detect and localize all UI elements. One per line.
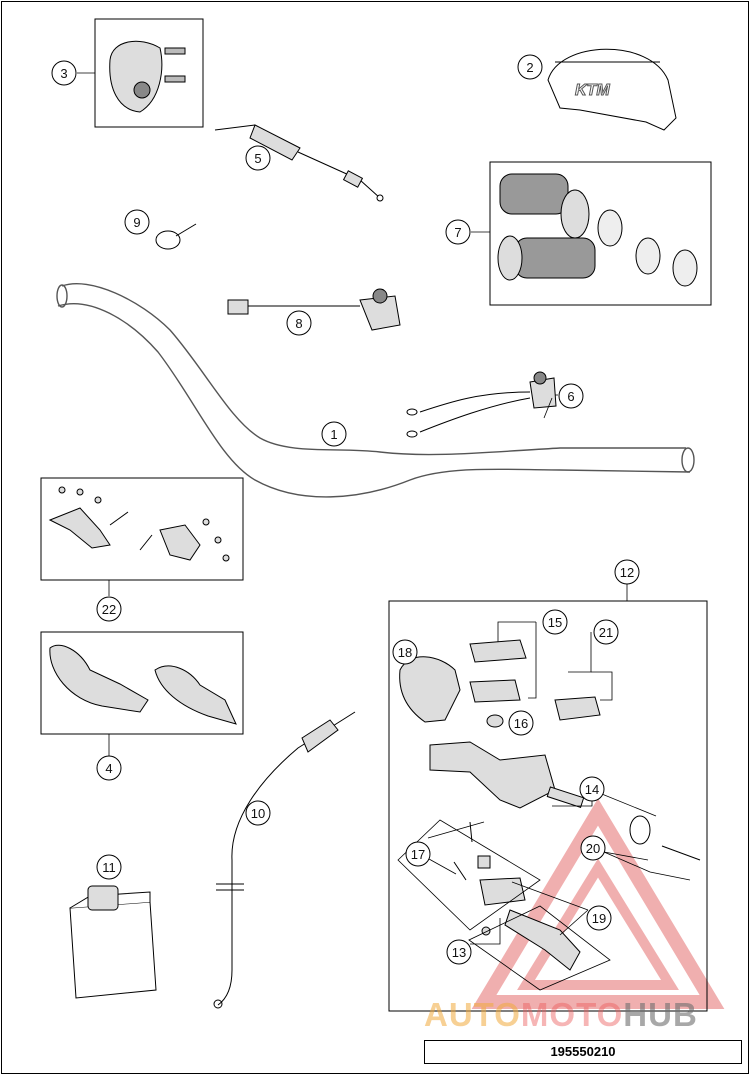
document-number: 195550210	[424, 1040, 742, 1064]
svg-text:15: 15	[548, 615, 562, 630]
callouts: 1 2 3 4 5 6 7 8 9 10 11 12 13 14 15 16 1…	[51, 54, 640, 965]
handguards-part-4	[49, 644, 237, 725]
box-part-7	[489, 161, 712, 306]
callout-5: 5	[245, 145, 271, 171]
svg-text:20: 20	[586, 841, 600, 856]
callout-3: 3	[51, 60, 77, 86]
svg-text:22: 22	[102, 602, 116, 617]
callout-8: 8	[286, 310, 312, 336]
svg-text:21: 21	[599, 625, 613, 640]
callout-12: 12	[614, 559, 640, 585]
callout-6: 6	[558, 383, 584, 409]
box-part-12	[388, 600, 708, 1012]
callout-1: 1	[321, 421, 347, 447]
callout-11: 11	[96, 854, 122, 880]
callout-9: 9	[124, 209, 150, 235]
svg-text:12: 12	[620, 565, 634, 580]
box-part-4	[40, 631, 244, 735]
svg-text:4: 4	[105, 761, 112, 776]
cable-tie-part-9	[155, 223, 197, 250]
svg-text:8: 8	[295, 316, 302, 331]
callout-7: 7	[445, 219, 471, 245]
svg-text:14: 14	[585, 782, 599, 797]
watermark-part2: MOTO	[520, 996, 624, 1033]
callout-22: 22	[96, 596, 122, 622]
watermark-part1: AUTO	[424, 996, 521, 1033]
callout-10: 10	[245, 800, 271, 826]
callout-20: 20	[580, 835, 606, 861]
fluid-bottle-part-11	[69, 885, 157, 999]
svg-text:9: 9	[133, 215, 140, 230]
svg-text:1: 1	[330, 427, 337, 442]
svg-text:6: 6	[567, 389, 574, 404]
callout-16: 16	[508, 710, 534, 736]
callout-15: 15	[542, 609, 568, 635]
kill-switch-part-6	[406, 371, 557, 438]
svg-text:KTM: KTM	[575, 82, 610, 99]
master-cylinder-part-12	[399, 639, 701, 971]
svg-text:10: 10	[251, 806, 265, 821]
callout-21: 21	[593, 619, 619, 645]
svg-text:11: 11	[102, 860, 116, 875]
handlebar-pad-part-2: KTM	[547, 48, 677, 131]
svg-text:17: 17	[411, 847, 425, 862]
svg-text:19: 19	[592, 911, 606, 926]
svg-text:18: 18	[398, 645, 412, 660]
svg-text:2: 2	[526, 60, 533, 75]
clutch-line-part-10	[213, 711, 356, 1009]
svg-text:3: 3	[60, 66, 67, 81]
watermark-text: AUTOMOTOHUB	[424, 996, 698, 1034]
handguard-mounts-part-22	[48, 486, 230, 562]
callout-19: 19	[586, 905, 612, 931]
box-part-22	[40, 477, 244, 581]
svg-text:13: 13	[452, 945, 466, 960]
watermark-part3: HUB	[623, 996, 698, 1033]
throttle-cable-part-5	[214, 124, 384, 202]
callout-18: 18	[392, 639, 418, 665]
callout-2: 2	[517, 54, 543, 80]
svg-text:5: 5	[254, 151, 261, 166]
svg-text:16: 16	[514, 716, 528, 731]
switch-part-8	[227, 288, 401, 331]
handlebar-part-1	[56, 283, 695, 498]
grips-part-7	[497, 173, 698, 287]
callout-4: 4	[96, 755, 122, 781]
callout-14: 14	[579, 776, 605, 802]
callout-17: 17	[405, 841, 431, 867]
callout-13: 13	[446, 939, 472, 965]
switch-housing-part-3	[109, 40, 186, 113]
svg-text:7: 7	[454, 225, 461, 240]
